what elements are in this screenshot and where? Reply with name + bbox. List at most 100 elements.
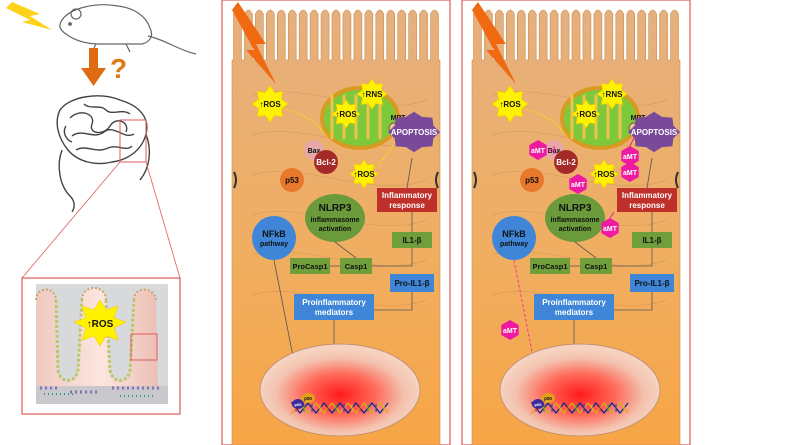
left-panel: ? ↑ROS bbox=[6, 2, 197, 415]
nfkb-node bbox=[492, 216, 536, 260]
proil1b-box bbox=[390, 274, 434, 292]
pathway-inflam-apoptosis bbox=[646, 157, 653, 189]
proinflammatory-box bbox=[534, 294, 614, 320]
nucleus bbox=[259, 343, 421, 437]
il1b-label: IL1-β bbox=[642, 236, 661, 245]
nlrp3-node bbox=[545, 194, 605, 242]
amt-hexagon-3 bbox=[621, 162, 639, 182]
amt-label-0: aMT bbox=[531, 148, 546, 155]
p50-subunit bbox=[541, 393, 555, 403]
lightning-icon bbox=[472, 2, 516, 84]
amt-inhibition bbox=[609, 211, 615, 219]
inflammatory-response-box bbox=[617, 188, 677, 212]
proinflammatory-label-line-1: mediators bbox=[555, 308, 594, 317]
ros-burst-2 bbox=[596, 78, 628, 110]
nlrp3-title: NLRP3 bbox=[559, 203, 592, 214]
p53-node bbox=[280, 168, 304, 192]
ros-label-0: ↑ROS bbox=[499, 100, 521, 109]
pathway-nlrp3-casp bbox=[334, 241, 357, 259]
il1b-label: IL1-β bbox=[402, 236, 421, 245]
cytoskeleton-fiber bbox=[251, 171, 428, 186]
il1b-box bbox=[632, 232, 672, 248]
procasp1-box bbox=[290, 258, 330, 274]
pathway-inflam-apoptosis bbox=[406, 157, 413, 189]
bcl2-node bbox=[554, 150, 578, 174]
tight-junction-left bbox=[473, 171, 477, 189]
cell-panel-control: MPT↑ROS↑ROS↑RNS↑ROSBaxBcl-2p53APOPTOSISI… bbox=[221, 0, 451, 445]
nlrp3-line-1: inflammasome bbox=[310, 217, 359, 224]
p65-label: p65 bbox=[295, 402, 303, 407]
ros-label-2: ↑RNS bbox=[362, 90, 384, 99]
intestine-icon bbox=[56, 95, 151, 213]
cell-panel-melatonin: MPT↑ROS↑ROS↑RNS↑ROSBaxBcl-2p53APOPTOSISI… bbox=[461, 0, 691, 445]
proil1b-box bbox=[630, 274, 674, 292]
inflammatory-label-line-1: response bbox=[629, 201, 665, 210]
pathway-nlrp3-casp bbox=[574, 241, 597, 259]
ros-burst-3 bbox=[349, 159, 379, 189]
ros-label-1: ↑ROS bbox=[335, 110, 357, 119]
p53-label: p53 bbox=[285, 176, 299, 185]
nlrp3-title: NLRP3 bbox=[319, 203, 352, 214]
inflammatory-label-line-1: response bbox=[389, 201, 425, 210]
pathway-proil1b-mediators bbox=[374, 292, 413, 311]
tight-junction-left bbox=[233, 171, 237, 189]
ros-burst-2 bbox=[356, 78, 388, 110]
amt-label-3: aMT bbox=[623, 170, 638, 177]
amt-hexagon-4 bbox=[601, 218, 619, 238]
nucleus bbox=[499, 343, 661, 437]
ros-signal-line bbox=[521, 107, 569, 139]
nlrp3-line-2: activation bbox=[559, 226, 592, 233]
proinflammatory-label-line-0: Proinflammatory bbox=[302, 298, 366, 307]
pathway-proil1b-mediators bbox=[614, 292, 653, 311]
amt-hexagon-0 bbox=[529, 140, 547, 160]
amt-label-1: aMT bbox=[571, 182, 586, 189]
amt-hexagon-2 bbox=[621, 146, 639, 166]
il1b-box bbox=[392, 232, 432, 248]
proil1b-label: Pro-IL1-β bbox=[634, 279, 669, 288]
p53-label: p53 bbox=[525, 176, 539, 185]
p65-label: p65 bbox=[535, 402, 543, 407]
casp1-label: Casp1 bbox=[585, 262, 608, 271]
p53-node bbox=[520, 168, 544, 192]
proinflammatory-label-line-1: mediators bbox=[315, 308, 354, 317]
nfkb-title: NFkB bbox=[262, 229, 286, 239]
nlrp3-line-2: activation bbox=[319, 226, 352, 233]
apoptosis-label: APOPTOSIS bbox=[631, 128, 678, 137]
procasp1-label: ProCasp1 bbox=[532, 262, 567, 271]
nfkb-node bbox=[252, 216, 296, 260]
bcl2-node bbox=[314, 150, 338, 174]
procasp1-label: ProCasp1 bbox=[292, 262, 327, 271]
p50-label: p50 bbox=[304, 396, 312, 401]
ros-label-2: ↑RNS bbox=[602, 90, 624, 99]
villus-ros-burst bbox=[73, 299, 127, 347]
proinflammatory-box bbox=[294, 294, 374, 320]
bcl2-label: Bcl-2 bbox=[556, 158, 576, 167]
ros-signal-line bbox=[281, 107, 329, 139]
lightning-icon bbox=[232, 2, 276, 84]
zoom-box-small bbox=[119, 119, 147, 163]
tight-junction-right bbox=[435, 171, 439, 189]
nfkb-line-1: pathway bbox=[500, 241, 528, 248]
down-arrow-icon bbox=[81, 48, 106, 86]
ros-burst-1 bbox=[331, 99, 361, 129]
amt-inhibition bbox=[629, 137, 635, 147]
amt-label-2: aMT bbox=[623, 154, 638, 161]
lightning-icon bbox=[6, 2, 52, 30]
villus-ros-label: ↑ROS bbox=[87, 319, 114, 330]
tight-junction-right bbox=[675, 171, 679, 189]
bax-label: Bax bbox=[308, 148, 321, 155]
ros-label-3: ↑ROS bbox=[593, 170, 615, 179]
proil1b-label: Pro-IL1-β bbox=[394, 279, 429, 288]
amt-hexagon-1 bbox=[569, 174, 587, 194]
ros-burst-0 bbox=[251, 85, 289, 123]
procasp1-box bbox=[530, 258, 570, 274]
apoptosis-node bbox=[388, 111, 440, 153]
inflammatory-response-box bbox=[377, 188, 437, 212]
nfkb-line-1: pathway bbox=[260, 241, 288, 248]
amt-label-4: aMT bbox=[603, 226, 618, 233]
p65-subunit bbox=[292, 399, 304, 409]
p50-subunit bbox=[301, 393, 315, 403]
ros-burst-3 bbox=[589, 159, 619, 189]
inflammatory-label-line-0: Inflammatory bbox=[382, 191, 433, 200]
